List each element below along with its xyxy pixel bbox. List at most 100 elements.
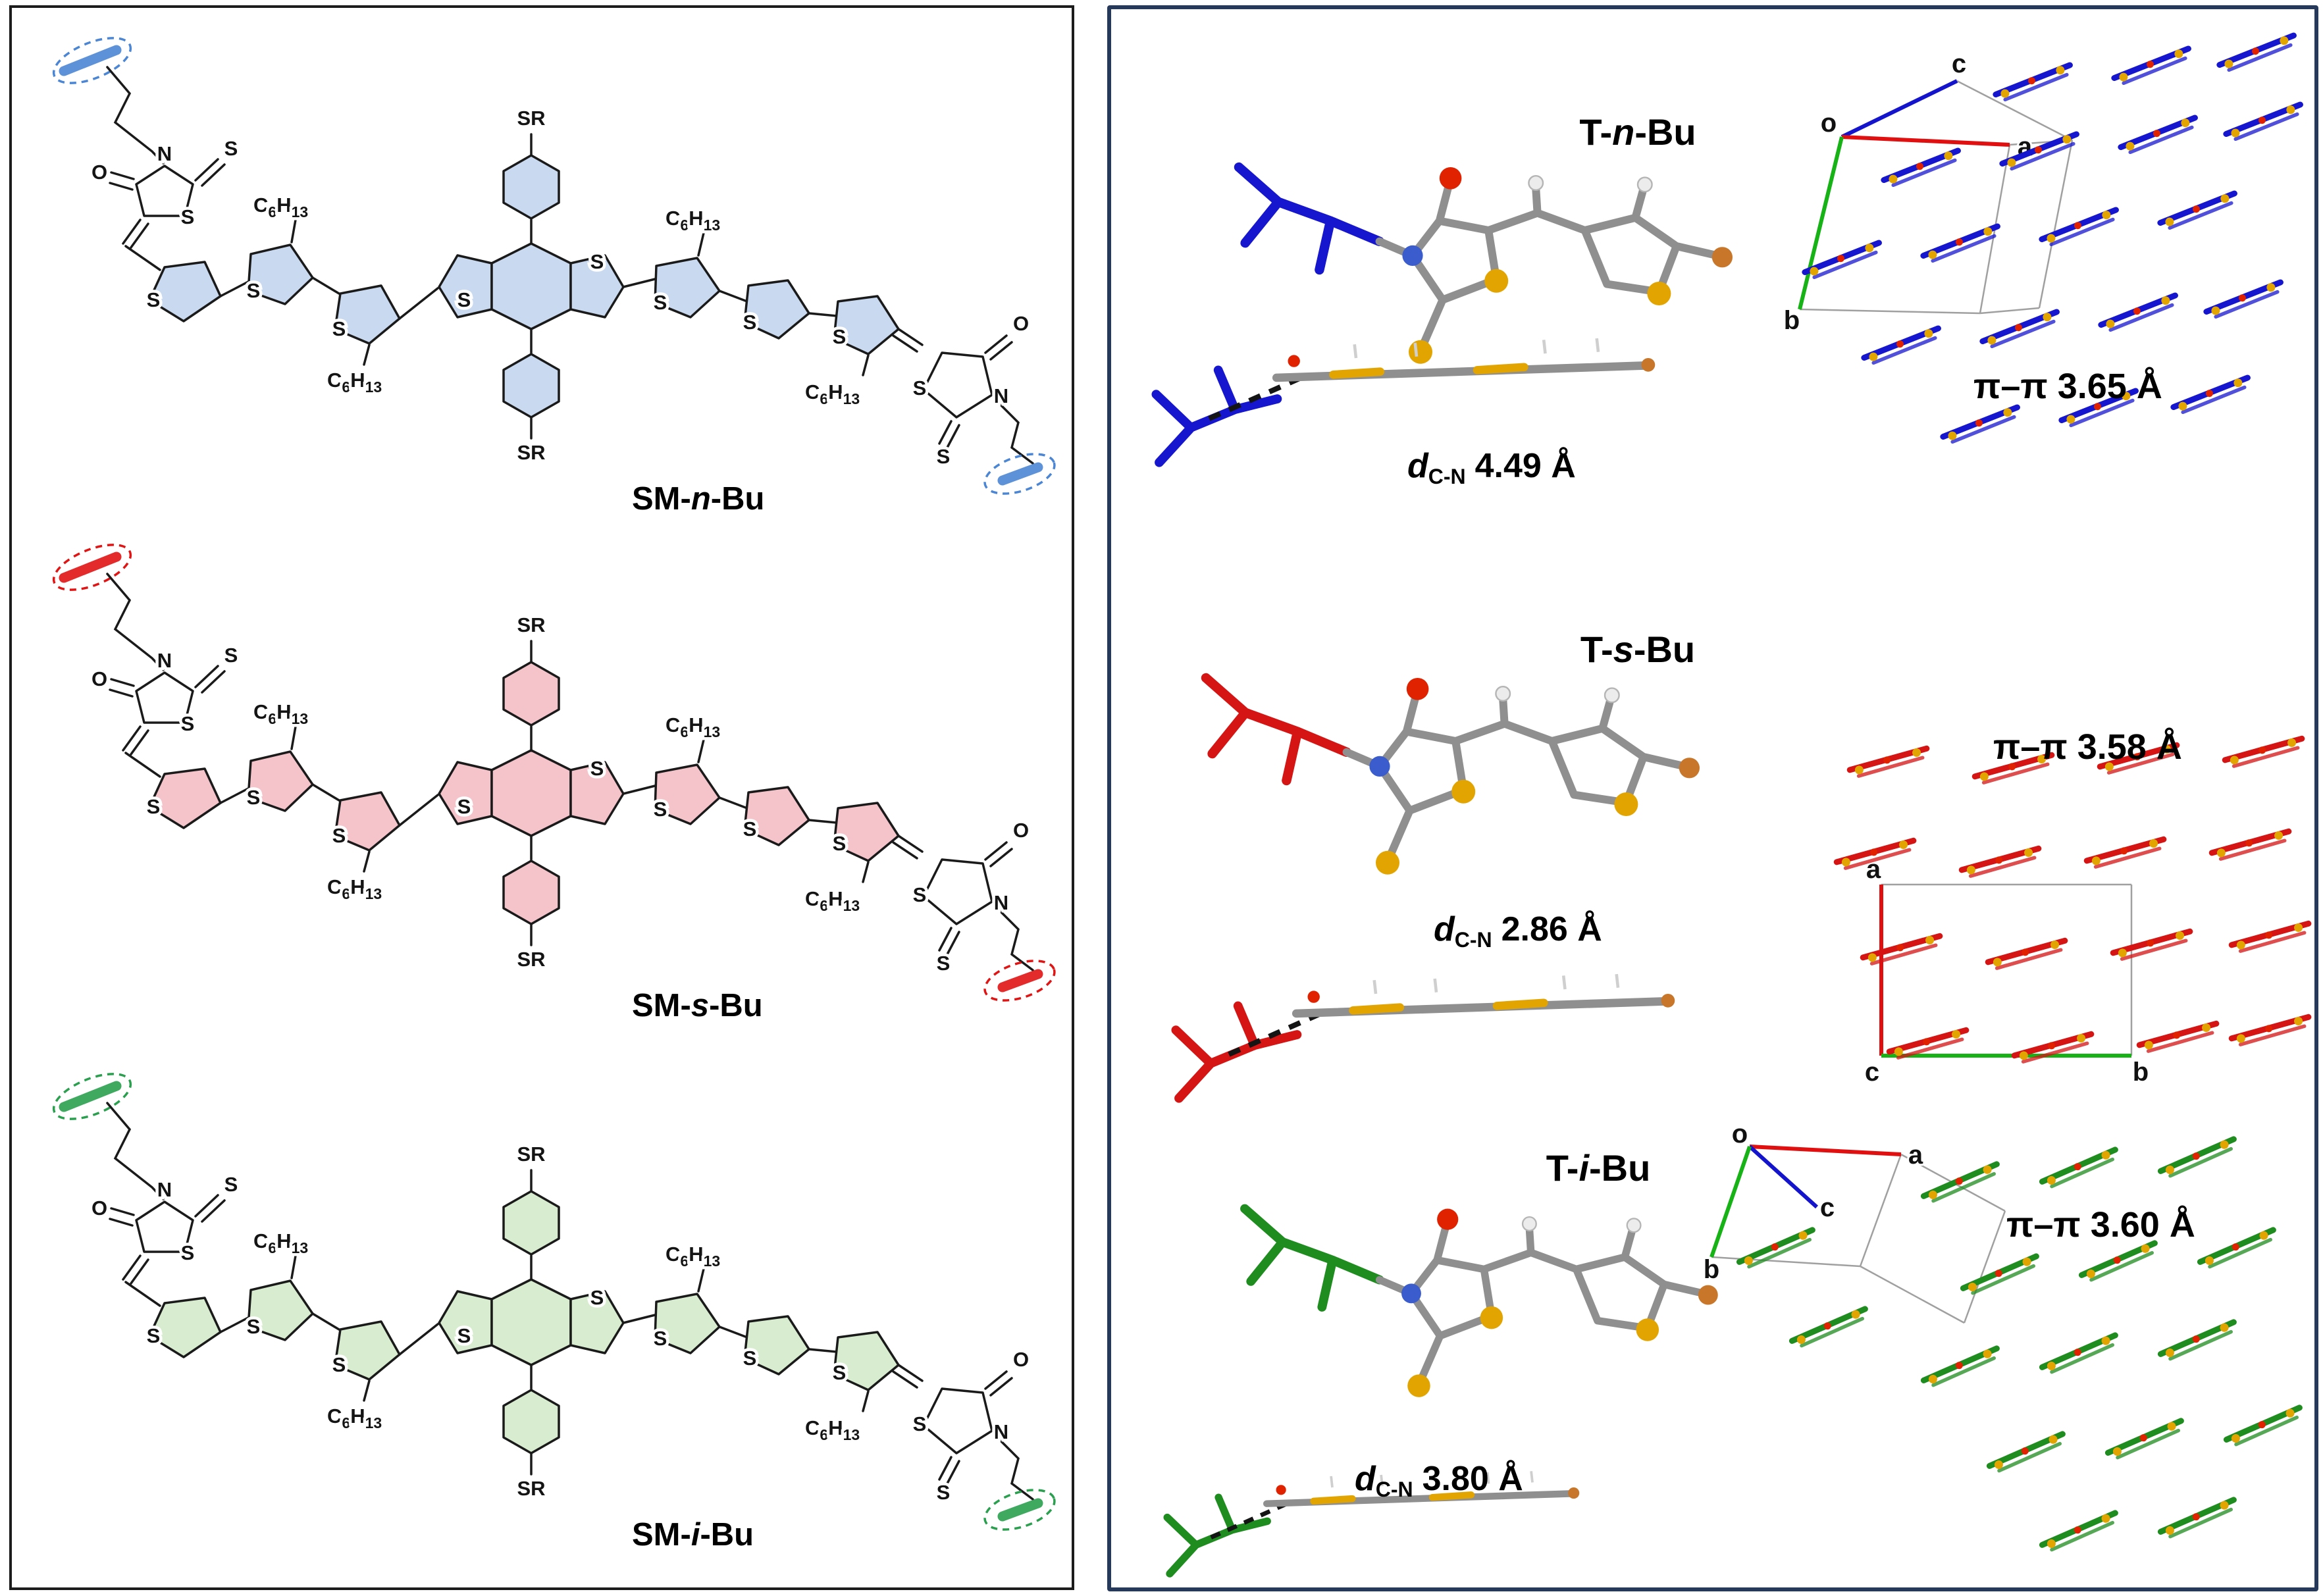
molecule-name: SM-s-Bu (632, 988, 763, 1023)
molecule-sm-s-bu: O N S S S S S S S S S S S N O S SR (26, 527, 1060, 1028)
atom-label: S (332, 824, 346, 847)
atom-label: O (91, 1197, 107, 1220)
atom-label: O (91, 667, 107, 690)
atom-label: O (91, 161, 107, 184)
atom-label: S (590, 250, 604, 273)
crystal-title: T-n-Bu (1579, 111, 1696, 153)
atom-label: O (1013, 1348, 1029, 1371)
hexyl-label: C6H13 (327, 875, 382, 902)
molecule-name: SM-n-Bu (632, 481, 764, 517)
crystal-section-t-s-bu: a c b (1111, 602, 2322, 1120)
ball-stick-molecule (1206, 678, 1700, 875)
axis-label-c: c (1820, 1193, 1835, 1222)
axis-label-c: c (1865, 1058, 1879, 1087)
atom-label: S (147, 795, 161, 818)
atom-label: S (913, 883, 927, 906)
axis-label-o: o (1732, 1120, 1748, 1148)
hexyl-label: C6H13 (253, 700, 308, 727)
atom-label: S (743, 1347, 757, 1370)
atom-label: S (937, 445, 951, 468)
atom-label: S (224, 644, 238, 667)
crystal-art-t-n-bu: o c a b (1111, 18, 2322, 602)
hexyl-label: C6H13 (253, 1229, 308, 1256)
molecule-drawing: O N S S S S S S S S S S S N O S SR (26, 20, 1060, 517)
crystal-section-t-n-bu: o c a b (1111, 18, 2322, 602)
atom-labels: O N S S S S S S S S S S S N O S SR (88, 104, 1031, 471)
crystal-section-t-i-bu: o a c b (1111, 1120, 2322, 1591)
atom-label: S (332, 317, 346, 340)
side-view-molecule (1156, 338, 1655, 463)
crystal-art-t-s-bu: a c b (1111, 602, 2322, 1120)
unit-cell: o c a b (1782, 47, 2074, 337)
atom-label: S (654, 798, 667, 821)
chemical-structures-panel: O N S S S S S S S S S S S N O S SR (9, 5, 1074, 1590)
molecule-drawing: O N S S S S S S S S S S S N O S SR (26, 527, 1060, 1023)
substituent-label-sr: SR (517, 107, 545, 130)
unit-cell: a c b (1863, 853, 2151, 1089)
axis-label-b: b (1784, 306, 1800, 335)
atom-label: S (181, 1241, 195, 1264)
atom-label: S (937, 1481, 951, 1504)
atom-label: N (157, 1178, 172, 1201)
molecule-skeleton (47, 1065, 1059, 1537)
ball-stick-molecule (1239, 167, 1733, 364)
axis-label-a: a (1908, 1141, 1923, 1170)
atom-label: N (994, 891, 1008, 914)
atom-labels: O N S S S S S S S S S S S N O S SR (88, 1140, 1031, 1507)
atom-label: S (247, 279, 261, 302)
substituent-label-sr: SR (517, 1143, 545, 1166)
crystal-structures-panel: o c a b (1107, 5, 2318, 1591)
hexyl-label: C6H13 (805, 380, 860, 407)
atom-label: S (147, 288, 161, 311)
atom-label: S (147, 1324, 161, 1347)
molecule-name: SM-i-Bu (632, 1517, 754, 1553)
side-view-molecule (1176, 974, 1675, 1098)
pi-pi-distance-label: π–π 3.60 Å (2006, 1205, 2195, 1245)
atom-label: S (590, 757, 604, 780)
atom-label: S (913, 1412, 927, 1435)
atom-label: O (1013, 819, 1029, 842)
hexyl-label: C6H13 (327, 369, 382, 396)
atom-label: O (1013, 312, 1029, 335)
atom-label: S (654, 291, 667, 314)
atom-label: S (457, 288, 471, 311)
hexyl-label: C6H13 (327, 1404, 382, 1431)
atom-label: N (157, 649, 172, 672)
atom-label: N (994, 1420, 1008, 1443)
packing-sticks-near-cell (1736, 1229, 1869, 1348)
hexyl-label: C6H13 (805, 1416, 860, 1443)
atom-label: S (743, 311, 757, 334)
atom-label: S (457, 795, 471, 818)
atom-label: N (994, 384, 1008, 407)
hexyl-label: C6H13 (805, 887, 860, 914)
atom-label: S (833, 832, 847, 855)
atom-label: S (743, 817, 757, 840)
crystal-title: T-s-Bu (1580, 629, 1696, 670)
molecule-skeleton (47, 536, 1059, 1008)
atom-label: S (224, 137, 238, 160)
molecule-sm-n-bu: O N S S S S S S S S S S S N O S SR (26, 20, 1060, 521)
atom-label: S (654, 1327, 667, 1350)
substituent-label-sr: SR (517, 441, 545, 464)
atom-label: S (181, 205, 195, 228)
packing-sticks (1835, 737, 2311, 1063)
hexyl-label: C6H13 (666, 1243, 720, 1270)
atom-label: S (457, 1324, 471, 1347)
atom-label: S (833, 325, 847, 348)
hexyl-label: C6H13 (666, 713, 720, 740)
atom-label: N (157, 142, 172, 165)
atom-label: S (332, 1353, 346, 1376)
hexyl-label: C6H13 (666, 207, 720, 234)
atom-label: S (247, 786, 261, 809)
atom-label: S (937, 952, 951, 975)
crystal-title: T-i-Bu (1546, 1147, 1651, 1189)
substituent-label-sr: SR (517, 613, 545, 636)
unit-cell: o a c b (1702, 1120, 2006, 1324)
substituent-label-sr: SR (517, 1477, 545, 1500)
ball-stick-molecule (1245, 1209, 1718, 1397)
atom-label: S (224, 1173, 238, 1196)
hexyl-label: C6H13 (253, 193, 308, 220)
pi-pi-distance-label: π–π 3.58 Å (1993, 727, 2182, 767)
